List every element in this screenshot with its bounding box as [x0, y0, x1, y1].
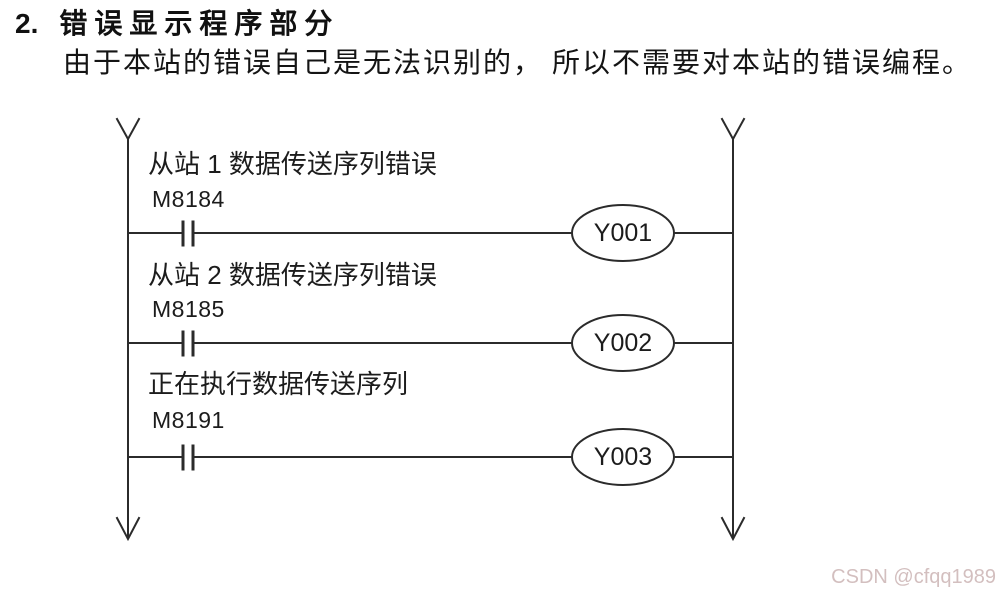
rung-3-comment: 正在执行数据传送序列	[148, 369, 409, 399]
section-number: 2.	[15, 8, 39, 39]
right-rail-bottom-arrow-icon	[720, 516, 746, 542]
rung-3	[127, 428, 734, 486]
rung-1-coil-label: Y001	[593, 219, 653, 247]
rung-1-comment: 从站 1 数据传送序列错误	[148, 149, 437, 179]
right-power-rail	[720, 117, 746, 542]
rung-3-device-label: M8191	[152, 407, 225, 433]
left-rail-top-arrow-icon	[115, 117, 141, 142]
right-rail-top-arrow-icon	[720, 117, 746, 142]
rung-2-device-label: M8185	[152, 296, 225, 322]
rung-1-device-label: M8184	[152, 186, 225, 212]
rung-3-coil-label: Y003	[593, 443, 653, 471]
rung-2	[127, 314, 734, 372]
rung-1	[127, 204, 734, 262]
left-rail-bottom-arrow-icon	[115, 516, 141, 542]
rung-2-comment: 从站 2 数据传送序列错误	[148, 260, 437, 290]
rung-2-coil-label: Y002	[593, 329, 653, 357]
contact-symbol	[181, 444, 195, 471]
left-power-rail	[115, 117, 141, 542]
section-description: 由于本站的错误自己是无法识别的， 所以不需要对本站的错误编程。	[63, 48, 973, 79]
csdn-watermark: CSDN @cfqq1989	[831, 566, 996, 588]
section-title: 2. 错误显示程序部分	[15, 8, 339, 40]
contact-symbol	[181, 330, 195, 357]
section-title-text: 错误显示程序部分	[59, 8, 340, 39]
contact-symbol	[181, 220, 195, 247]
